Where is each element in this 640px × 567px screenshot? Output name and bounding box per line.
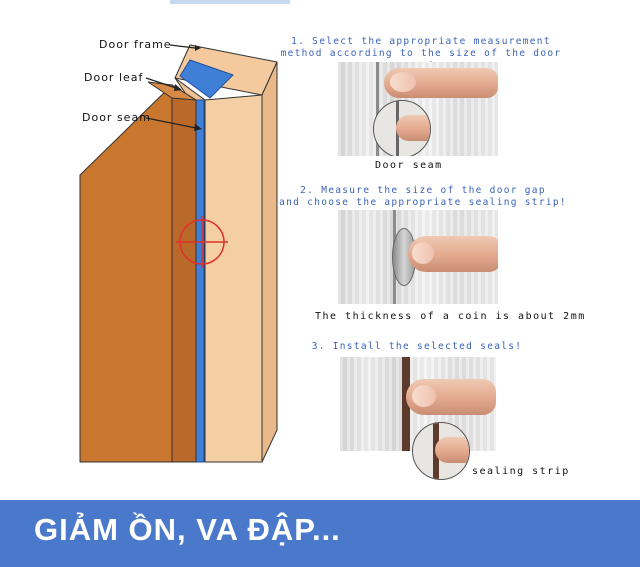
fingernail — [412, 242, 434, 264]
step-3-zoom-circle — [412, 422, 470, 480]
sealing-strip-top — [179, 59, 234, 99]
product-infographic: Door frame Door leaf Door seam 1. Select… — [79, 0, 586, 480]
door-illustration — [79, 44, 278, 463]
zoom-finger — [396, 115, 430, 141]
fingernail — [412, 385, 436, 407]
step-2-title: 2. Measure the size of the door gap and … — [273, 185, 573, 209]
door-frame-label: Door frame — [99, 38, 172, 51]
door-leaf-arrowhead — [174, 84, 182, 91]
step-3-caption: sealing strip — [472, 466, 570, 477]
sealing-strip-photo — [402, 357, 410, 451]
door-leaf-label: Door leaf — [84, 71, 144, 84]
zoom-finger — [435, 437, 469, 463]
door-frame-arrowhead — [195, 45, 201, 51]
step-2-caption: The thickness of a coin is about 2mm — [315, 311, 586, 322]
door-frame-side — [261, 61, 278, 463]
door-seam-label: Door seam — [82, 111, 151, 124]
door-seam-arrowhead — [194, 124, 202, 131]
sealing-strip — [195, 99, 205, 463]
door-leaf-edge — [171, 84, 197, 463]
door-leaf-leader — [145, 77, 177, 89]
step-1-caption: Door seam — [375, 160, 443, 171]
banner-text: GIẢM ỒN, VA ĐẬP... — [34, 512, 341, 547]
door-leaf-front — [79, 83, 173, 463]
step-2-title-line2: and choose the appropriate sealing strip… — [279, 197, 567, 208]
promo-banner: GIẢM ỒN, VA ĐẬP... — [0, 500, 640, 567]
door-gap-line — [376, 62, 379, 156]
zoom-circle — [373, 100, 431, 156]
target-marker — [176, 216, 228, 268]
step-2-title-line1: 2. Measure the size of the door gap — [300, 185, 546, 196]
door-frame-front — [204, 94, 263, 463]
step-3-photo — [340, 357, 496, 451]
step-1-title-line1: 1. Select the appropriate measurement — [291, 36, 551, 47]
step-3-title: 3. Install the selected seals! — [267, 341, 567, 353]
step-1-photo — [338, 62, 498, 156]
fingernail — [390, 72, 416, 92]
door-frame-leader — [169, 44, 196, 49]
step-3-title-line1: 3. Install the selected seals! — [311, 341, 523, 352]
top-decor-strip — [170, 0, 290, 4]
door-seam-leader — [145, 117, 197, 129]
step-2-photo — [338, 210, 498, 304]
